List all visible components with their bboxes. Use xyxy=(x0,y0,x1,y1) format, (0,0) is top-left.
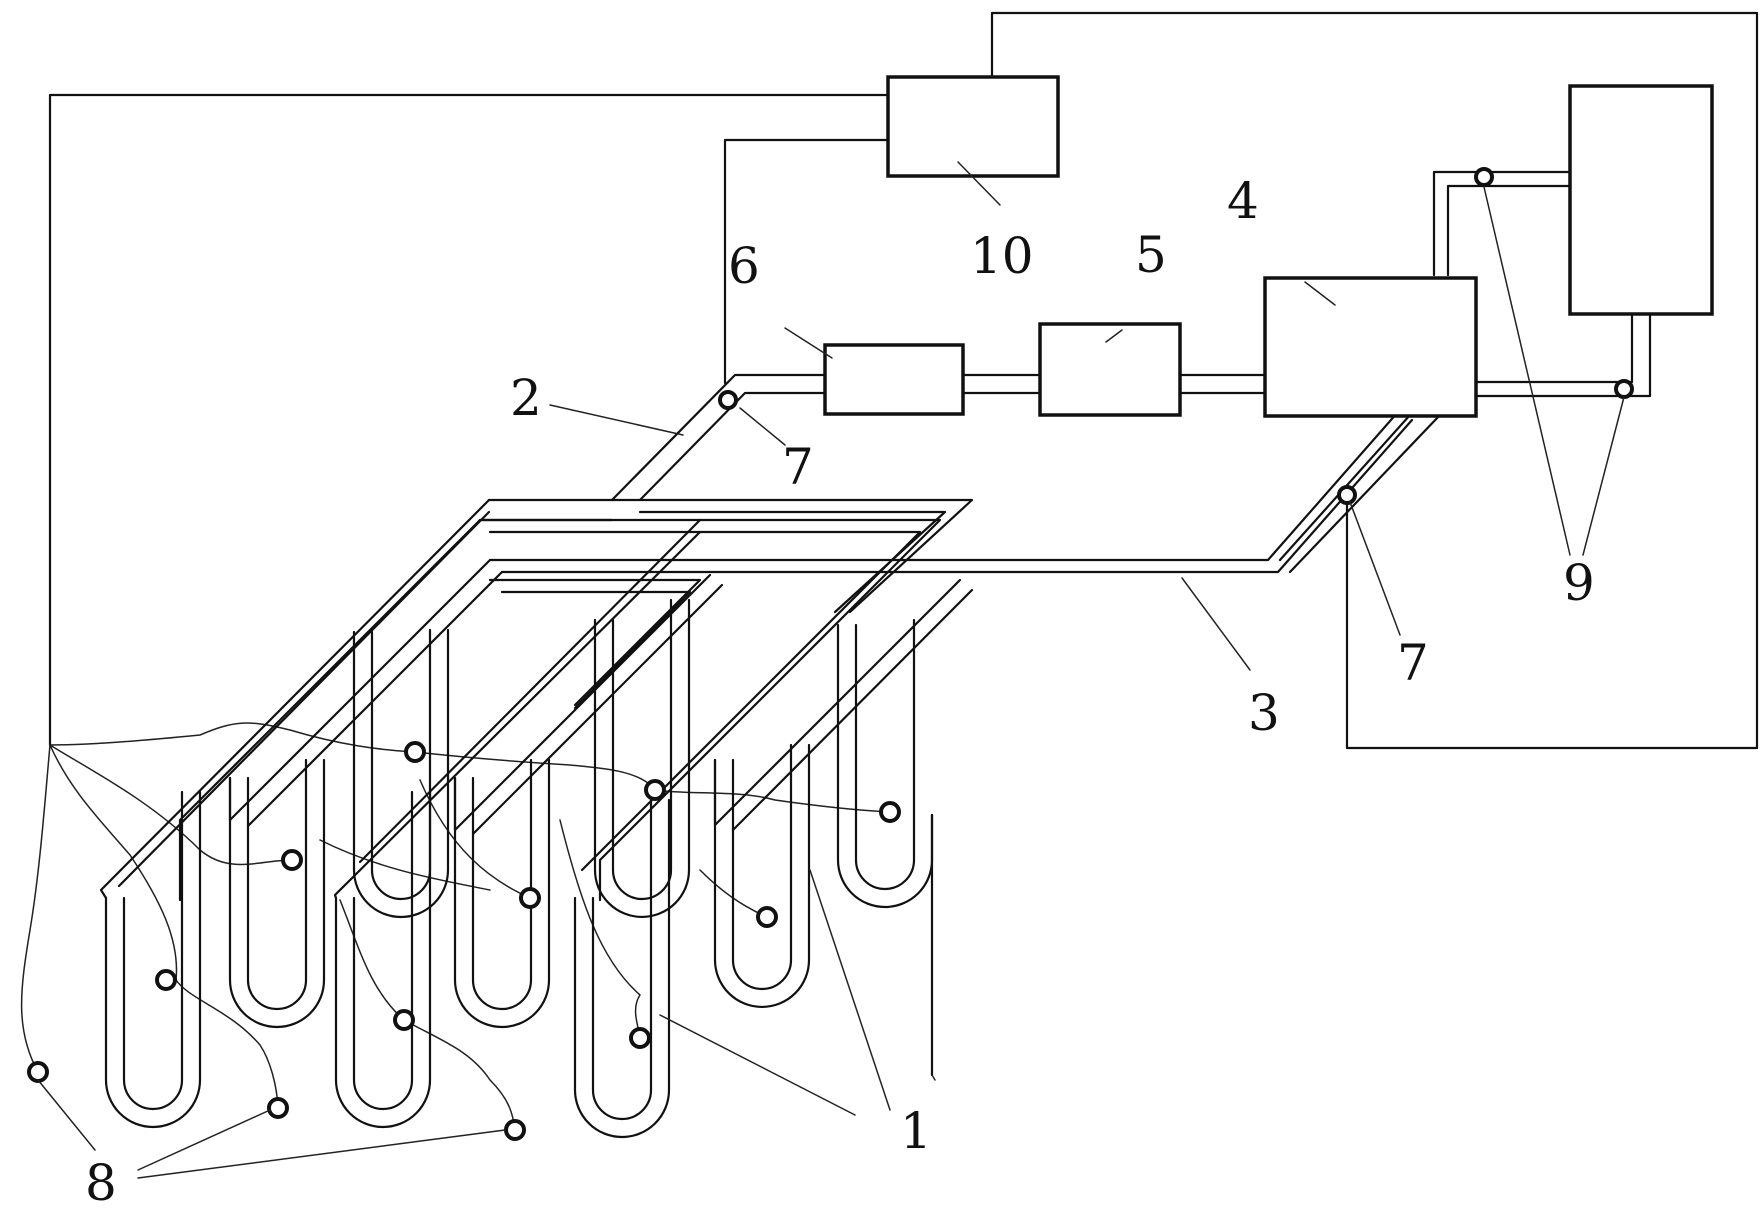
flow-meter-return xyxy=(1337,485,1357,505)
u-tube xyxy=(593,598,691,919)
u-tube xyxy=(713,743,811,1009)
borehole-u-tubes xyxy=(104,598,934,1139)
ground-temp-sensor xyxy=(644,779,666,801)
ground-temp-sensor xyxy=(756,906,778,928)
labels: 1 2 3 4 5 6 7 7 8 9 10 xyxy=(85,172,1595,1208)
manifolds xyxy=(99,410,1414,902)
label-9: 9 xyxy=(1563,554,1595,612)
equipment xyxy=(823,75,1714,418)
label-3: 3 xyxy=(1248,684,1280,742)
pipe-temp-sensor xyxy=(1614,379,1634,399)
u-tube xyxy=(352,628,450,919)
return-header xyxy=(488,410,1400,562)
leader-lines xyxy=(37,161,1625,1179)
u-tube xyxy=(104,790,202,1129)
component-5-box xyxy=(1038,322,1182,417)
ground-temp-sensor xyxy=(281,849,303,871)
controller-to-supply-meter-wire xyxy=(723,138,890,385)
component-6-box xyxy=(823,343,965,416)
label-2: 2 xyxy=(510,369,542,427)
ground-temp-sensor xyxy=(504,1119,526,1141)
label-6: 6 xyxy=(728,237,760,295)
controller-box xyxy=(886,75,1060,178)
ground-temp-sensor xyxy=(629,1027,651,1049)
ground-temp-sensor xyxy=(27,1061,49,1083)
u-tube xyxy=(836,623,934,909)
label-7-supply: 7 xyxy=(782,438,814,496)
ground-temp-sensor xyxy=(267,1097,289,1119)
ground-temp-sensor xyxy=(155,969,177,991)
flow-meter-supply xyxy=(718,390,738,410)
label-10: 10 xyxy=(970,227,1034,285)
ground-temp-sensor xyxy=(404,741,426,763)
sensors xyxy=(27,167,1634,1141)
label-1: 1 xyxy=(900,1102,932,1160)
label-5: 5 xyxy=(1135,226,1167,284)
u-tube xyxy=(453,758,551,1029)
control-wiring xyxy=(48,11,1759,750)
controller-to-return-meter-wire xyxy=(990,11,1759,750)
u-tube xyxy=(334,790,432,1129)
main-pipes xyxy=(610,170,1652,574)
supply-header xyxy=(610,498,974,614)
ground-temp-sensor xyxy=(519,887,541,909)
label-4: 4 xyxy=(1227,172,1259,230)
heat-pump-box xyxy=(1263,276,1478,418)
u-tube xyxy=(573,798,671,1139)
terminal-load-box xyxy=(1568,84,1714,316)
label-7-return: 7 xyxy=(1397,634,1429,692)
pipe-temp-sensor xyxy=(1474,167,1494,187)
controller-to-ground-sensors-wire xyxy=(48,93,890,747)
u-tube xyxy=(228,758,326,1029)
ground-temp-sensor xyxy=(393,1009,415,1031)
label-8: 8 xyxy=(85,1154,117,1208)
ground-temp-sensor xyxy=(879,801,901,823)
supply-pipe xyxy=(610,373,827,502)
